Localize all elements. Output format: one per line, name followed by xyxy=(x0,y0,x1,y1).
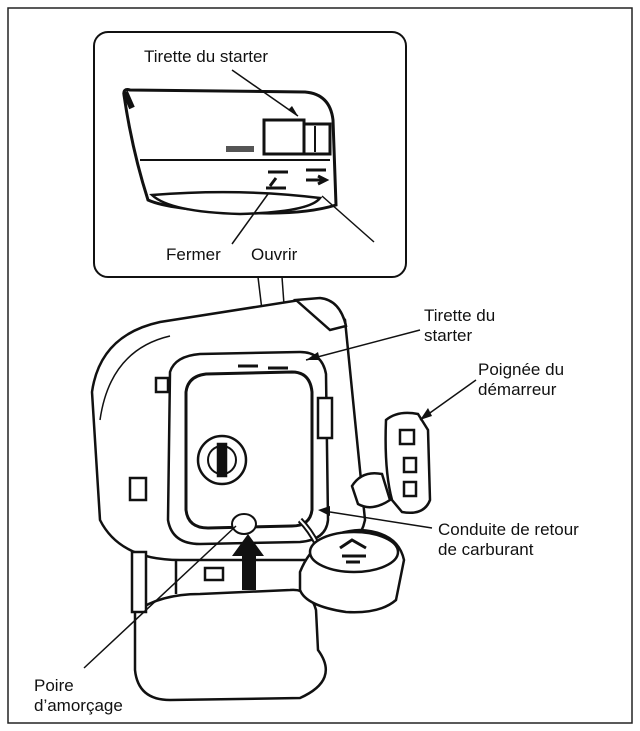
fuel-return-label-line2: de carburant xyxy=(438,540,533,560)
primer-label-line1: Poire xyxy=(34,676,74,696)
engine-body xyxy=(92,298,365,700)
starter-handle-label-line2: démarreur xyxy=(478,380,556,400)
inset-choke-housing xyxy=(124,90,336,214)
inset-open-label: Ouvrir xyxy=(251,245,297,265)
choke-label-line2: starter xyxy=(424,326,472,346)
fuel-return-label-line1: Conduite de retour xyxy=(438,520,579,540)
primer-label-line2: d’amorçage xyxy=(34,696,123,716)
starter-handle-label-line1: Poignée du xyxy=(478,360,564,380)
starter-handle xyxy=(352,413,430,513)
inset-choke-label: Tirette du starter xyxy=(144,47,268,67)
fuel-cap xyxy=(300,530,404,612)
choke-label-line1: Tirette du xyxy=(424,306,495,326)
inset-close-label: Fermer xyxy=(166,245,221,265)
